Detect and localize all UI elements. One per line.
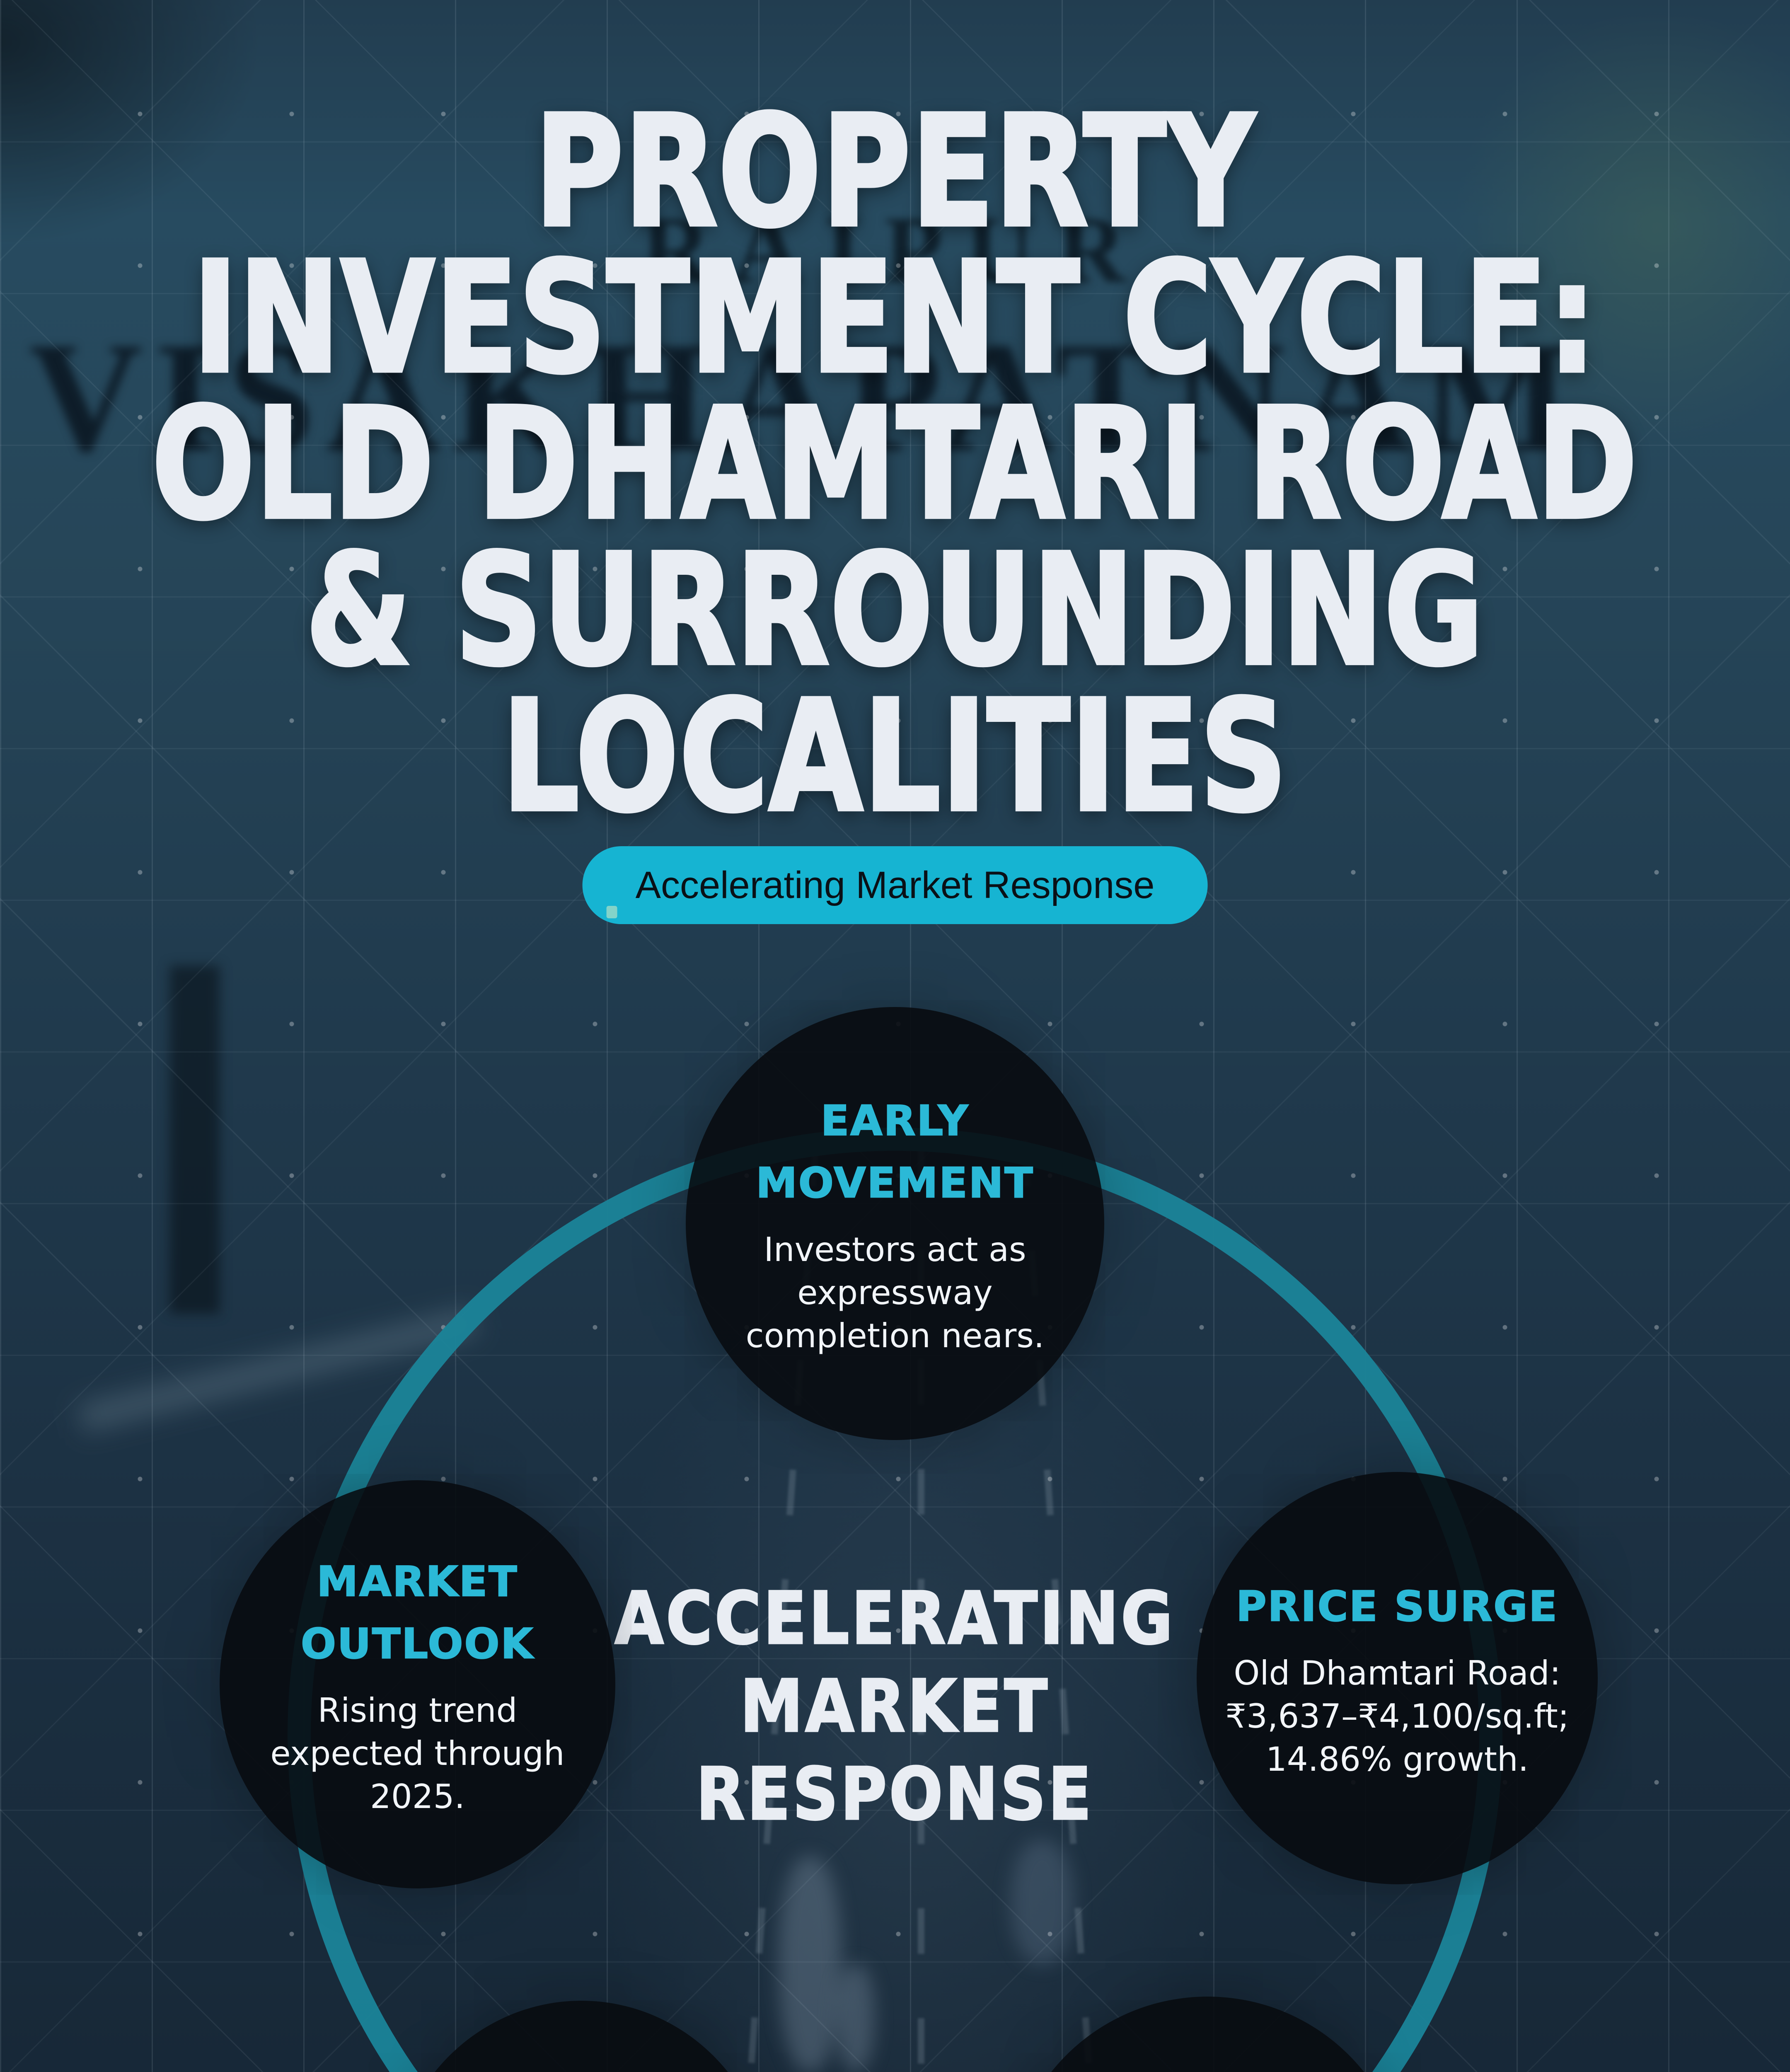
node-price-surge: PRICE SURGE Old Dhamtari Road: ₹3,637–₹4… xyxy=(1197,1472,1598,1884)
subtitle-badge: Accelerating Market Response xyxy=(582,846,1208,924)
title-line: INVESTMENT CYCLE: xyxy=(191,229,1598,407)
bridge-pylon-silhouette xyxy=(170,966,220,1314)
subtitle-badge-label: Accelerating Market Response xyxy=(635,864,1155,906)
node-title: NARROWING WINDOW xyxy=(387,2063,776,2072)
pedestrian-silhouette xyxy=(837,1964,874,2072)
center-label-line: ACCELERATING xyxy=(614,1576,1176,1661)
node-body: Investors act as expressway completion n… xyxy=(745,1230,1045,1355)
node-title: COMPARATIVE PERFORMANCE xyxy=(1002,2063,1413,2072)
node-market-outlook: MARKET OUTLOOK Rising trend expected thr… xyxy=(220,1480,615,1888)
center-label-line: MARKET xyxy=(739,1663,1050,1749)
title-line: & SURROUNDING xyxy=(304,521,1485,699)
title-line: PROPERTY xyxy=(533,83,1256,261)
vignette-top-left xyxy=(0,0,373,332)
node-early-movement: EARLY MOVEMENT Investors act as expressw… xyxy=(686,1007,1104,1440)
pedestrian-silhouette xyxy=(1011,1840,1073,1964)
node-title: MARKET OUTLOOK xyxy=(300,1556,535,1668)
node-body: Old Dhamtari Road: ₹3,637–₹4,100/sq.ft; … xyxy=(1225,1653,1569,1779)
background-watermark-visakhapatnam: VISAKHAPATNAM xyxy=(29,307,1582,488)
trees-tint xyxy=(1367,0,1790,539)
pedestrian-silhouette xyxy=(779,1857,841,2072)
center-label-line: RESPONSE xyxy=(695,1751,1094,1837)
poster-title: PROPERTY INVESTMENT CYCLE: OLD DHAMTARI … xyxy=(0,83,1790,845)
title-line: LOCALITIES xyxy=(501,668,1289,845)
node-title: EARLY MOVEMENT xyxy=(755,1096,1034,1208)
node-title: PRICE SURGE xyxy=(1236,1581,1558,1631)
title-line: OLD DHAMTARI ROAD xyxy=(150,375,1639,553)
badge-artifact-dot xyxy=(606,906,617,918)
background-watermark-raipur: RAIPUR xyxy=(0,195,1790,305)
diagram-center-label: ACCELERATING MARKET RESPONSE xyxy=(0,1575,1790,1838)
node-body: Rising trend expected through 2025. xyxy=(270,1691,565,1816)
